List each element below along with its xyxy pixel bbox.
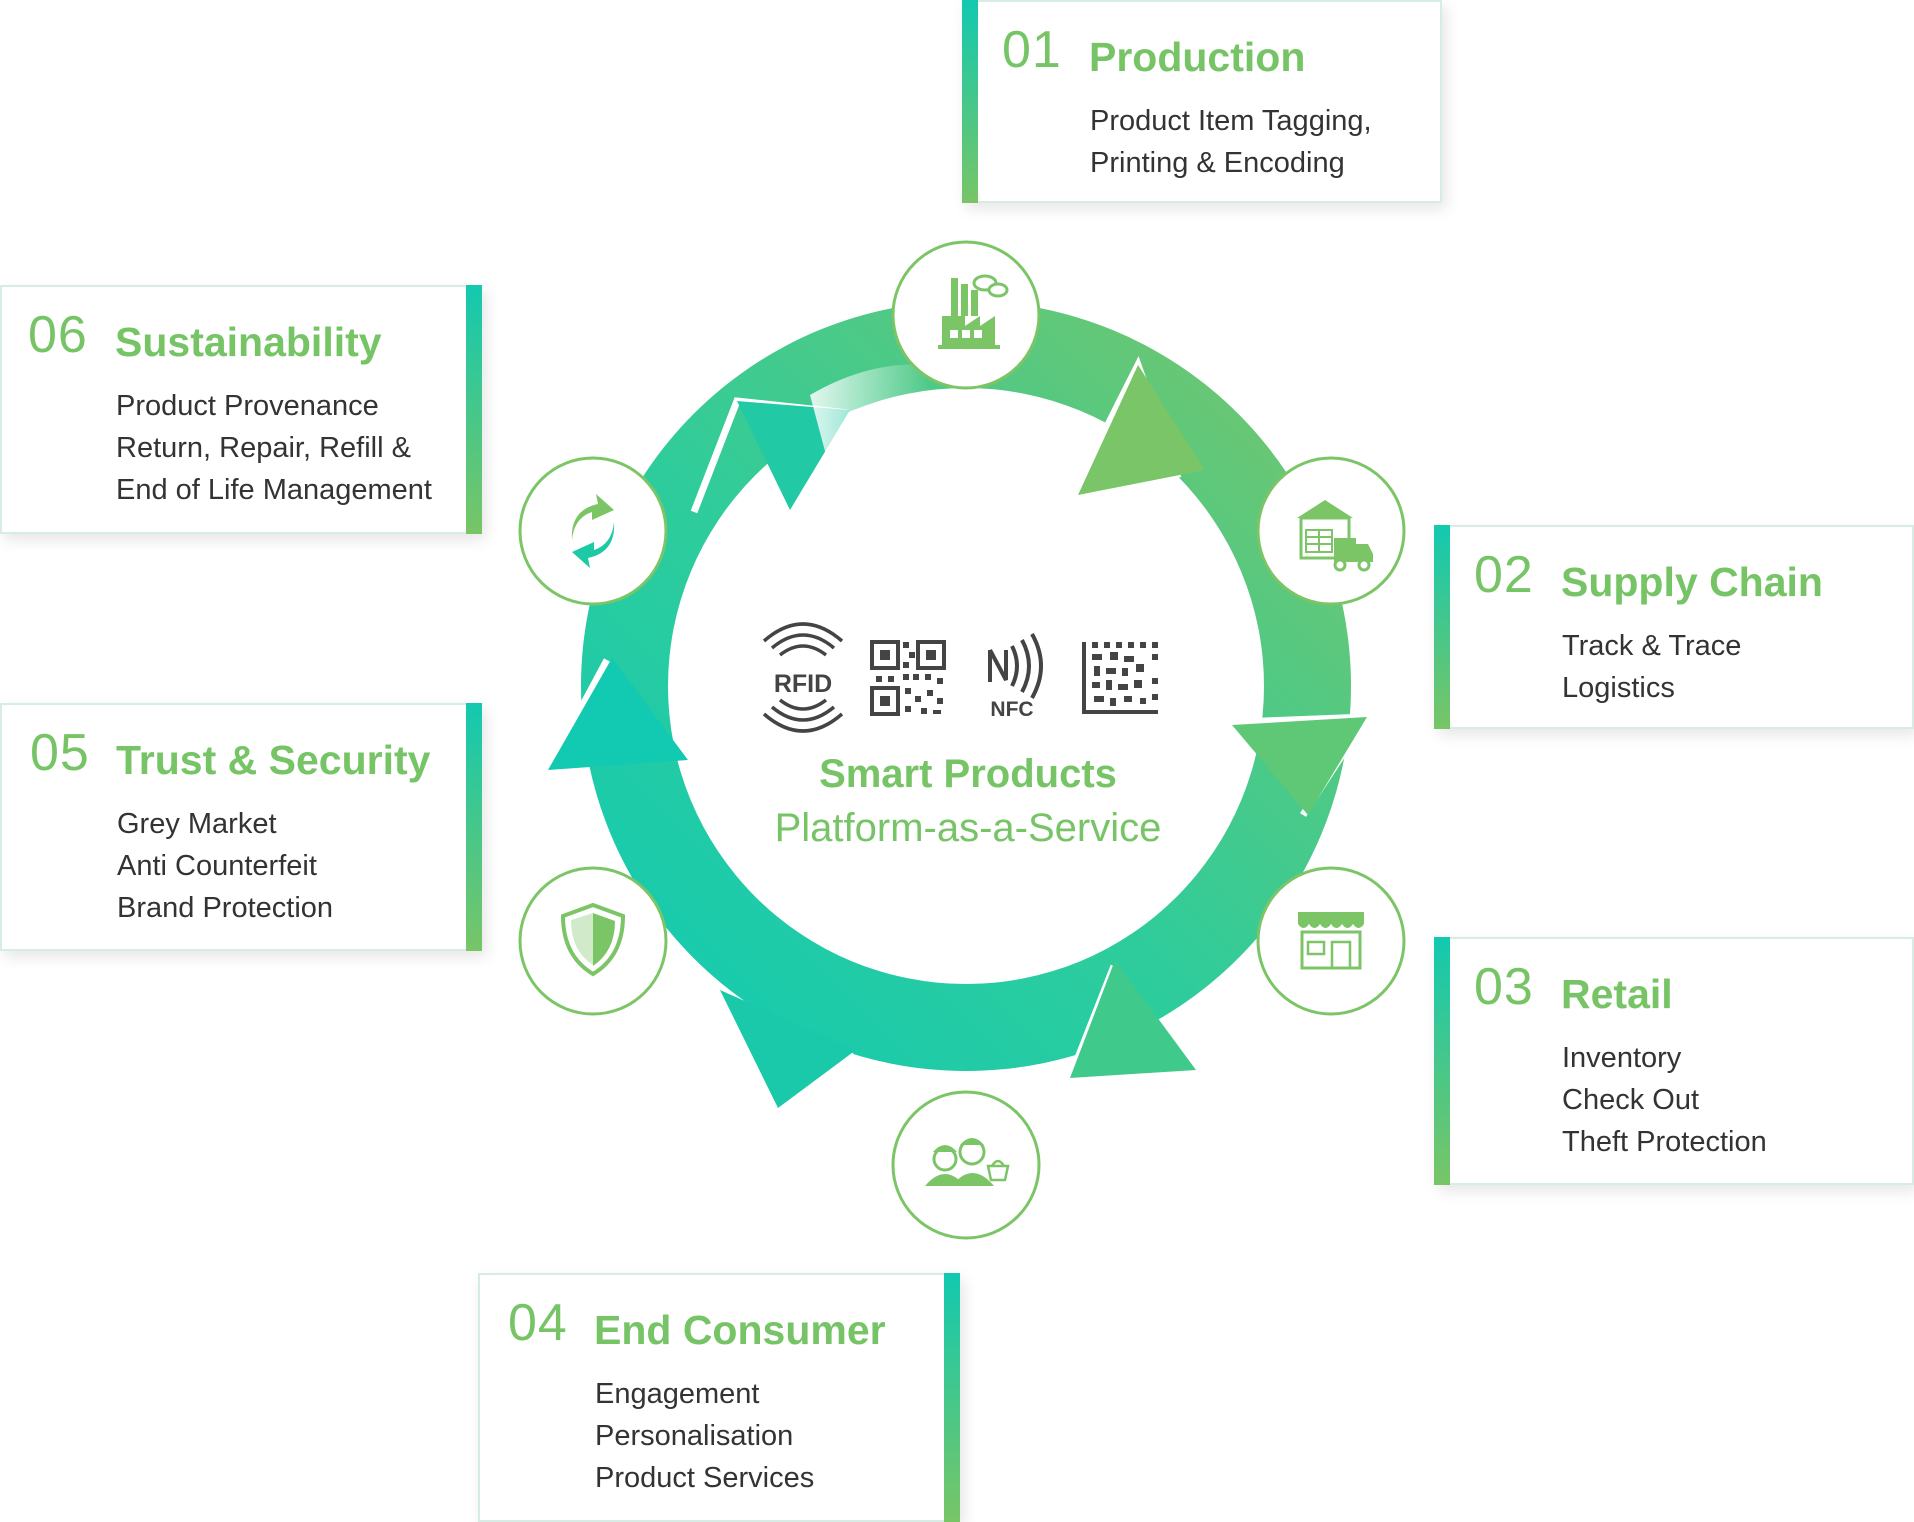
stage-detail-line: Engagement — [595, 1378, 760, 1410]
stage-card-retail: 03 Retail Inventory Check Out Theft Prot… — [1434, 937, 1914, 1185]
card-accent-bar — [962, 0, 978, 203]
shield-icon — [560, 902, 626, 977]
stage-detail-line: Anti Counterfeit — [117, 850, 317, 882]
stage-number: 02 — [1474, 546, 1534, 604]
factory-icon — [938, 274, 1009, 349]
card-accent-bar — [1434, 937, 1450, 1185]
stage-title: Production — [1089, 34, 1306, 80]
stage-detail-line: Check Out — [1562, 1084, 1699, 1116]
stage-detail-line: Brand Protection — [117, 892, 334, 924]
datamatrix-icon — [1082, 642, 1158, 714]
stage-number: 03 — [1474, 958, 1534, 1016]
stage-card-supply-chain: 02 Supply Chain Track & Trace Logistics — [1434, 525, 1914, 729]
stage-detail-line: End of Life Management — [116, 474, 432, 506]
stage-detail-line: Return, Repair, Refill & — [116, 432, 411, 464]
stage-detail-line: Inventory — [1562, 1042, 1682, 1074]
ring-band — [581, 301, 1351, 1071]
stage-detail-line: Personalisation — [595, 1420, 794, 1452]
store-icon — [1298, 912, 1364, 970]
stage-number: 05 — [30, 724, 90, 782]
stage-details: Grey Market Anti Counterfeit Brand Prote… — [117, 803, 333, 929]
stage-card-end-consumer: 04 End Consumer Engagement Personalisati… — [478, 1273, 960, 1522]
consumers-icon — [925, 1138, 1010, 1186]
rfid-label: RFID — [774, 670, 832, 698]
nfc-icon — [988, 633, 1043, 699]
stage-number: 06 — [28, 306, 88, 364]
stage-details: Inventory Check Out Theft Protection — [1562, 1037, 1767, 1163]
stage-card-production: 01 Production Product Item Tagging, Prin… — [962, 0, 1442, 203]
stage-details: Track & Trace Logistics — [1562, 625, 1741, 709]
card-accent-bar — [466, 285, 482, 534]
stage-title: End Consumer — [594, 1307, 886, 1353]
warehouse-truck-icon — [1297, 500, 1373, 572]
card-accent-bar — [944, 1273, 960, 1522]
stage-detail-line: Product Services — [595, 1462, 815, 1494]
stage-detail-line: Grey Market — [117, 808, 277, 840]
qr-code-icon — [870, 640, 946, 716]
stage-detail-line: Product Item Tagging, — [1090, 105, 1372, 137]
stage-details: Product Item Tagging, Printing & Encodin… — [1090, 100, 1372, 184]
stage-detail-line: Printing & Encoding — [1090, 147, 1345, 179]
stage-title: Trust & Security — [116, 737, 431, 783]
stage-number: 04 — [508, 1294, 568, 1352]
stage-title: Sustainability — [115, 319, 382, 365]
center-title: Smart Products — [819, 752, 1117, 796]
stage-detail-line: Track & Trace — [1562, 630, 1742, 662]
stage-title: Retail — [1561, 971, 1673, 1017]
stage-detail-line: Product Provenance — [116, 390, 379, 422]
card-accent-bar — [466, 703, 482, 951]
stage-number: 01 — [1002, 21, 1062, 79]
rfid-icon — [762, 622, 844, 733]
stage-details: Product Provenance Return, Repair, Refil… — [116, 385, 432, 511]
center-subtitle: Platform-as-a-Service — [774, 806, 1162, 850]
stage-detail-line: Theft Protection — [1562, 1126, 1767, 1158]
recycle-icon — [571, 494, 615, 568]
stage-title: Supply Chain — [1561, 559, 1823, 605]
stage-card-trust-security: 05 Trust & Security Grey Market Anti Cou… — [0, 703, 482, 951]
stage-card-sustainability: 06 Sustainability Product Provenance Ret… — [0, 285, 482, 534]
nfc-label: NFC — [990, 698, 1033, 721]
stage-detail-line: Logistics — [1562, 672, 1675, 704]
card-accent-bar — [1434, 525, 1450, 729]
stage-details: Engagement Personalisation Product Servi… — [595, 1373, 814, 1499]
